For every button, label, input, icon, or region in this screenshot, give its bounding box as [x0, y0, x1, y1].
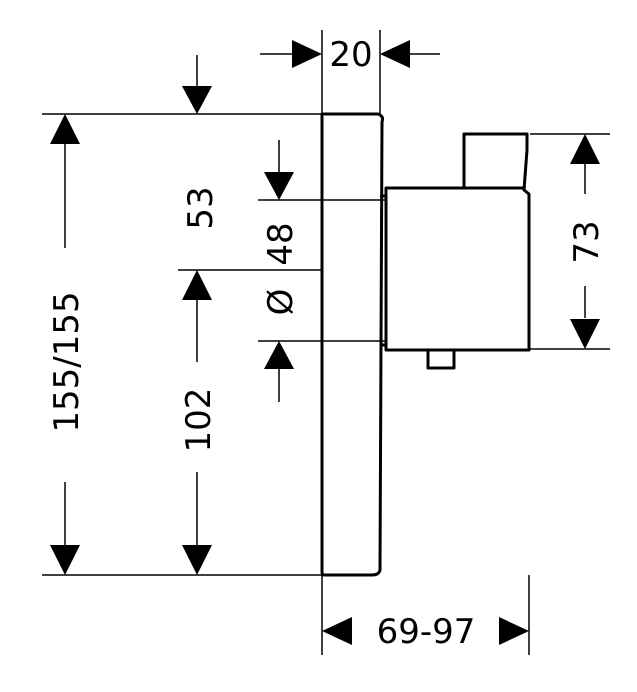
top-reference-arrow: [182, 55, 212, 114]
valve-body: [384, 132, 531, 352]
dim-depth-cover: 20: [260, 35, 440, 75]
dim-body-height-label: 73: [567, 220, 607, 263]
dim-height-total-label: 155/155: [47, 291, 87, 432]
dim-lower-offset-label: 102: [179, 388, 219, 453]
extension-lines: [42, 30, 610, 655]
dim-projection-range: 69-97: [322, 612, 529, 652]
dim-pipe-diameter-symbol: Ø: [261, 289, 301, 316]
dim-upper-offset-label: 53: [181, 186, 221, 229]
thermostat-body: [320, 112, 531, 577]
dim-height-total: 155/155: [47, 114, 87, 575]
bottom-fitting: [426, 348, 456, 370]
dim-body-height: 73: [567, 134, 607, 349]
dim-lower-offset: 102: [179, 270, 219, 575]
dim-depth-cover-label: 20: [329, 35, 372, 75]
dim-projection-range-label: 69-97: [377, 612, 476, 652]
dim-pipe-diameter-label: 48: [261, 222, 301, 265]
cover-plate: [320, 112, 384, 577]
dim-pipe-diameter: 48 Ø: [261, 140, 301, 402]
